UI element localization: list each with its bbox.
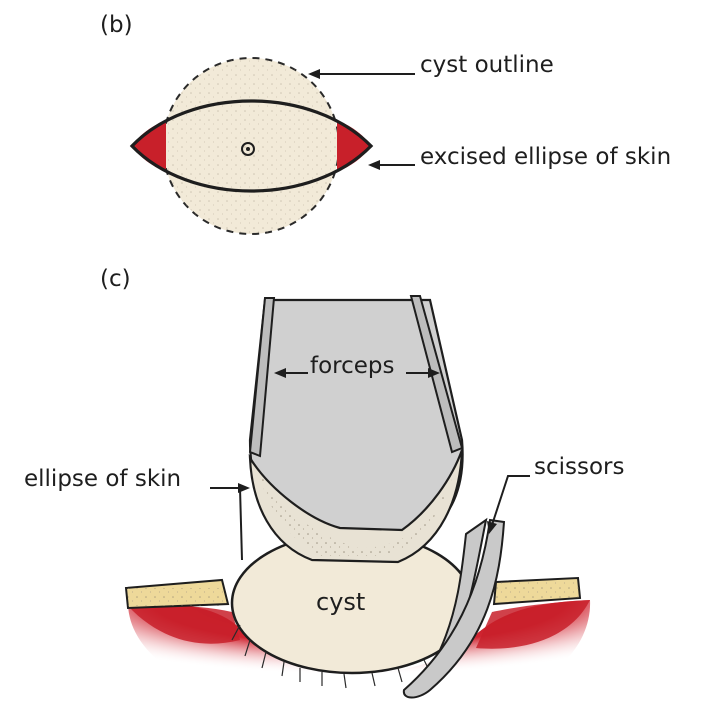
ellipse-of-skin-label: ellipse of skin (24, 466, 181, 492)
panel-c-tag: (c) (100, 266, 131, 292)
scissors-label: scissors (534, 454, 625, 480)
cyst-outline-pointer (308, 69, 415, 79)
skin-layer-left (126, 580, 228, 608)
ellipse-of-skin-pointer (210, 483, 250, 560)
excised-ellipse-label: excised ellipse of skin (420, 144, 671, 170)
excised-ellipse-pointer (368, 160, 415, 170)
cyst-outline-label: cyst outline (420, 52, 554, 78)
cyst-top-view (132, 58, 371, 234)
forceps-label: forceps (310, 353, 395, 379)
cyst-label: cyst (316, 588, 365, 616)
scissors-pointer (487, 476, 530, 534)
excised-ellipse-right-tip (337, 120, 371, 172)
skin-layer-right (494, 578, 580, 604)
panel-b-tag: (b) (100, 12, 133, 38)
excised-ellipse-left-tip (132, 120, 166, 172)
